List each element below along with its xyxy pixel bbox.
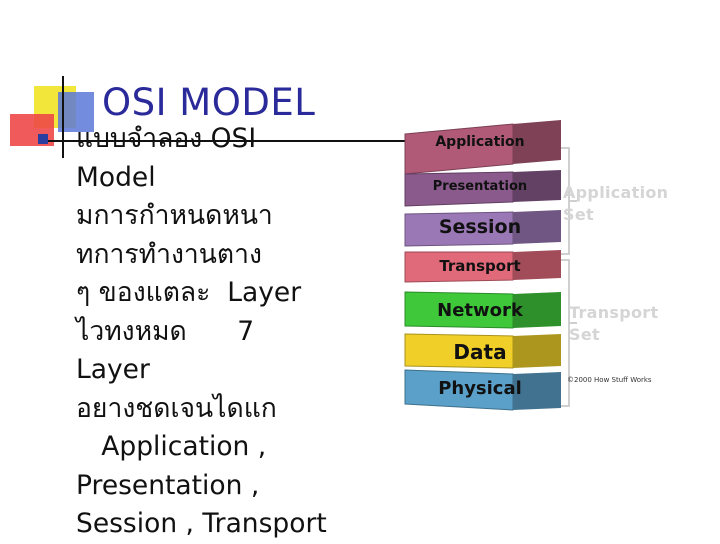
slide-title: OSI MODEL xyxy=(102,81,316,124)
layer-presentation-side xyxy=(513,170,561,202)
decor-blue-square xyxy=(58,92,94,132)
slide-body-text: แบบจำลอง OSI Model มการกำหนดหนา ทการทำงา… xyxy=(76,123,327,539)
layer-data-side xyxy=(513,334,561,368)
layer-application-side xyxy=(513,120,561,164)
layer-label-data: Data xyxy=(453,340,507,364)
copyright-note: ©2000 How Stuff Works xyxy=(567,376,652,384)
decor-vertical-line xyxy=(62,76,64,158)
transport-set-bracket xyxy=(561,259,577,407)
layer-transport: Transport xyxy=(404,246,565,292)
layer-session-side xyxy=(513,210,561,244)
title-underline xyxy=(38,140,430,142)
application-set-label: Application Set xyxy=(563,183,669,224)
layer-presentation: Presentation xyxy=(404,166,565,212)
layer-label-presentation: Presentation xyxy=(432,179,528,194)
application-set-bracket xyxy=(561,147,577,255)
bullet-icon xyxy=(38,134,48,144)
layer-label-transport: Transport xyxy=(439,257,521,275)
layer-session: Session xyxy=(404,206,565,252)
transport-set-label: Transport Set xyxy=(569,303,659,344)
layer-transport-side xyxy=(513,250,561,280)
osi-stack-diagram: Application Presentation Session Transpo… xyxy=(395,118,685,418)
layer-network: Network xyxy=(404,288,565,336)
layer-data: Data xyxy=(404,330,565,376)
layer-label-network: Network xyxy=(437,300,523,321)
layer-label-physical: Physical xyxy=(438,378,522,399)
layer-network-side xyxy=(513,292,561,328)
layer-physical: Physical xyxy=(404,368,565,418)
layer-label-application: Application xyxy=(435,134,525,150)
layer-application: Application xyxy=(404,118,565,176)
layer-label-session: Session xyxy=(438,216,522,238)
layer-physical-side xyxy=(513,372,561,410)
